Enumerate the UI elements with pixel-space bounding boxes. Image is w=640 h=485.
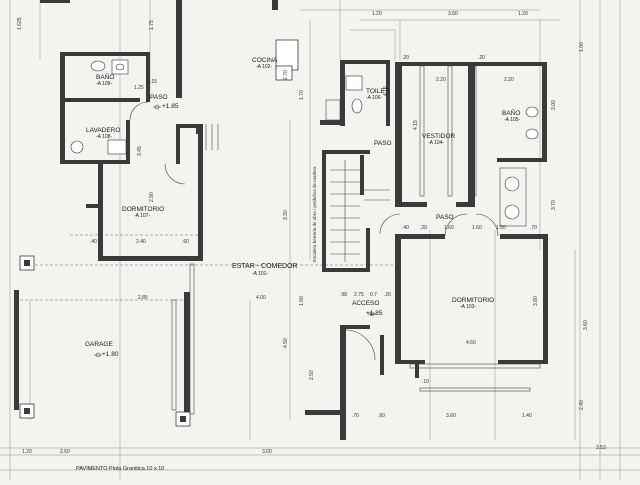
dim-v: 3.60: [583, 320, 589, 330]
room-code-bano-105: -A 105-: [504, 117, 521, 123]
level-paso-a: +1.85: [162, 103, 179, 110]
stair-note: Escalera herreria de obra / peldaños de …: [312, 166, 317, 262]
dim-v: 2.70: [283, 70, 289, 80]
room-label-dormitorio-107: DORMITORIO: [122, 206, 165, 213]
dim-h: .20: [402, 55, 409, 61]
dim-v: 2.50: [309, 370, 315, 380]
dim-h: 2.20: [504, 77, 514, 83]
dim-v: 2.40: [579, 400, 585, 410]
dim-v: 1.80: [299, 296, 305, 306]
room-code-dormitorio-103: -A 103-: [460, 304, 477, 310]
toilet-109-icon: [90, 60, 106, 72]
dim-h: 2.85: [138, 295, 148, 301]
room-code-vestidor: -A 104-: [428, 140, 445, 146]
dim-h: .98: [340, 292, 347, 298]
dim-top-2: 3.60: [448, 11, 458, 17]
room-label-acceso: ACCESO: [352, 300, 380, 307]
room-label-cocina: COCINA: [252, 57, 278, 64]
dim-h: 3.60: [446, 413, 456, 419]
dim-h: .20: [478, 55, 485, 61]
bidet-105-icon: [525, 106, 539, 118]
dim-v: 3.70: [551, 200, 557, 210]
room-label-lavadero: LAVADERO: [86, 127, 121, 134]
level-acceso: +1.85: [366, 310, 383, 317]
toilet-106-icon: [351, 98, 363, 114]
room-code-estar-comedor: -A 101-: [252, 271, 269, 277]
room-label-bano-109: BAÑO: [96, 74, 115, 81]
walls: [14, 0, 548, 440]
dim-h: .70: [352, 413, 359, 419]
dim-v: 1.70: [299, 90, 305, 100]
level-markers: [94, 104, 376, 358]
dim-h: .20: [420, 225, 427, 231]
doors: [129, 65, 541, 415]
dim-h: .70: [530, 225, 537, 231]
dim-h: 2.20: [436, 77, 446, 83]
dim-h: .10: [422, 379, 429, 385]
dim-v: 2.90: [149, 192, 155, 202]
dim-h: 4.00: [256, 295, 266, 301]
toilet-105-icon: [525, 128, 539, 140]
room-label-paso-b: PASO: [374, 140, 392, 147]
dim-h: .40: [402, 225, 409, 231]
dim-v: 3.00: [551, 100, 557, 110]
dim-h: 1.40: [522, 413, 532, 419]
room-label-estar-comedor: ESTAR - COMEDOR: [232, 263, 298, 270]
dim-h: 1.60: [444, 225, 454, 231]
dim-h: 4.60: [466, 340, 476, 346]
room-label-garage: GARAGE: [85, 341, 113, 348]
room-code-toilet: -A 106-: [366, 95, 383, 101]
dim-top-3: 1.20: [518, 11, 528, 17]
dim-h: .40: [90, 239, 97, 245]
room-label-paso-a: PASO: [150, 94, 168, 101]
dim-h: 3.00: [262, 449, 272, 455]
dim-v: 1.75: [149, 20, 155, 30]
dim-v: 4.15: [413, 120, 419, 130]
dim-top-1: 1.20: [372, 11, 382, 17]
dim-h: 2.75: [354, 292, 364, 298]
dim-v: 4.50: [283, 338, 289, 348]
sink-105b-icon: [504, 204, 520, 220]
room-code-bano-109: -A 109-: [96, 81, 113, 87]
room-code-lavadero: -A 108-: [96, 134, 113, 140]
sink-105a-icon: [504, 176, 520, 192]
stairs: [330, 160, 390, 262]
sink-106-icon: [345, 75, 363, 91]
room-label-bano-105: BAÑO: [502, 110, 521, 117]
room-label-vestidor: VESTIDOR: [422, 133, 456, 140]
dim-h: .15: [150, 79, 157, 85]
columns: [19, 39, 299, 427]
dim-h: 2.40: [136, 239, 146, 245]
dim-v: 3.30: [283, 210, 289, 220]
dim-v: 3.80: [533, 296, 539, 306]
room-label-paso-c: PASO: [436, 214, 454, 221]
room-label-dormitorio-103: DORMITORIO: [452, 297, 495, 304]
dim-h: 1.25: [134, 85, 144, 91]
dim-h: 2.60: [60, 449, 70, 455]
dim-h: 0.7: [370, 292, 377, 298]
dim-h: 1.60: [472, 225, 482, 231]
dim-h: .60: [182, 239, 189, 245]
dim-v: 1.00: [579, 42, 585, 52]
room-label-toilet: TOILET: [366, 88, 389, 95]
dim-v: 3.45: [137, 146, 143, 156]
level-garage: +1.80: [102, 351, 119, 358]
dim-h: 1.20: [22, 449, 32, 455]
fixtures: [70, 59, 539, 227]
dim-h: 3.53: [596, 445, 606, 451]
dim-h: .20: [384, 292, 391, 298]
footer-note: PAVIMENTO Piola Granitica 10 x 10: [76, 466, 165, 472]
washing-machine-icon: [70, 140, 84, 154]
room-code-dormitorio-107: -A 107-: [134, 213, 151, 219]
dim-v: 4.15: [383, 86, 389, 96]
dim-h: 1.50: [496, 225, 506, 231]
dim-v: 1.625: [17, 17, 23, 30]
room-code-cocina: -A 102-: [256, 64, 273, 70]
laundry-sink-icon: [107, 139, 127, 155]
dim-h: .60: [378, 413, 385, 419]
